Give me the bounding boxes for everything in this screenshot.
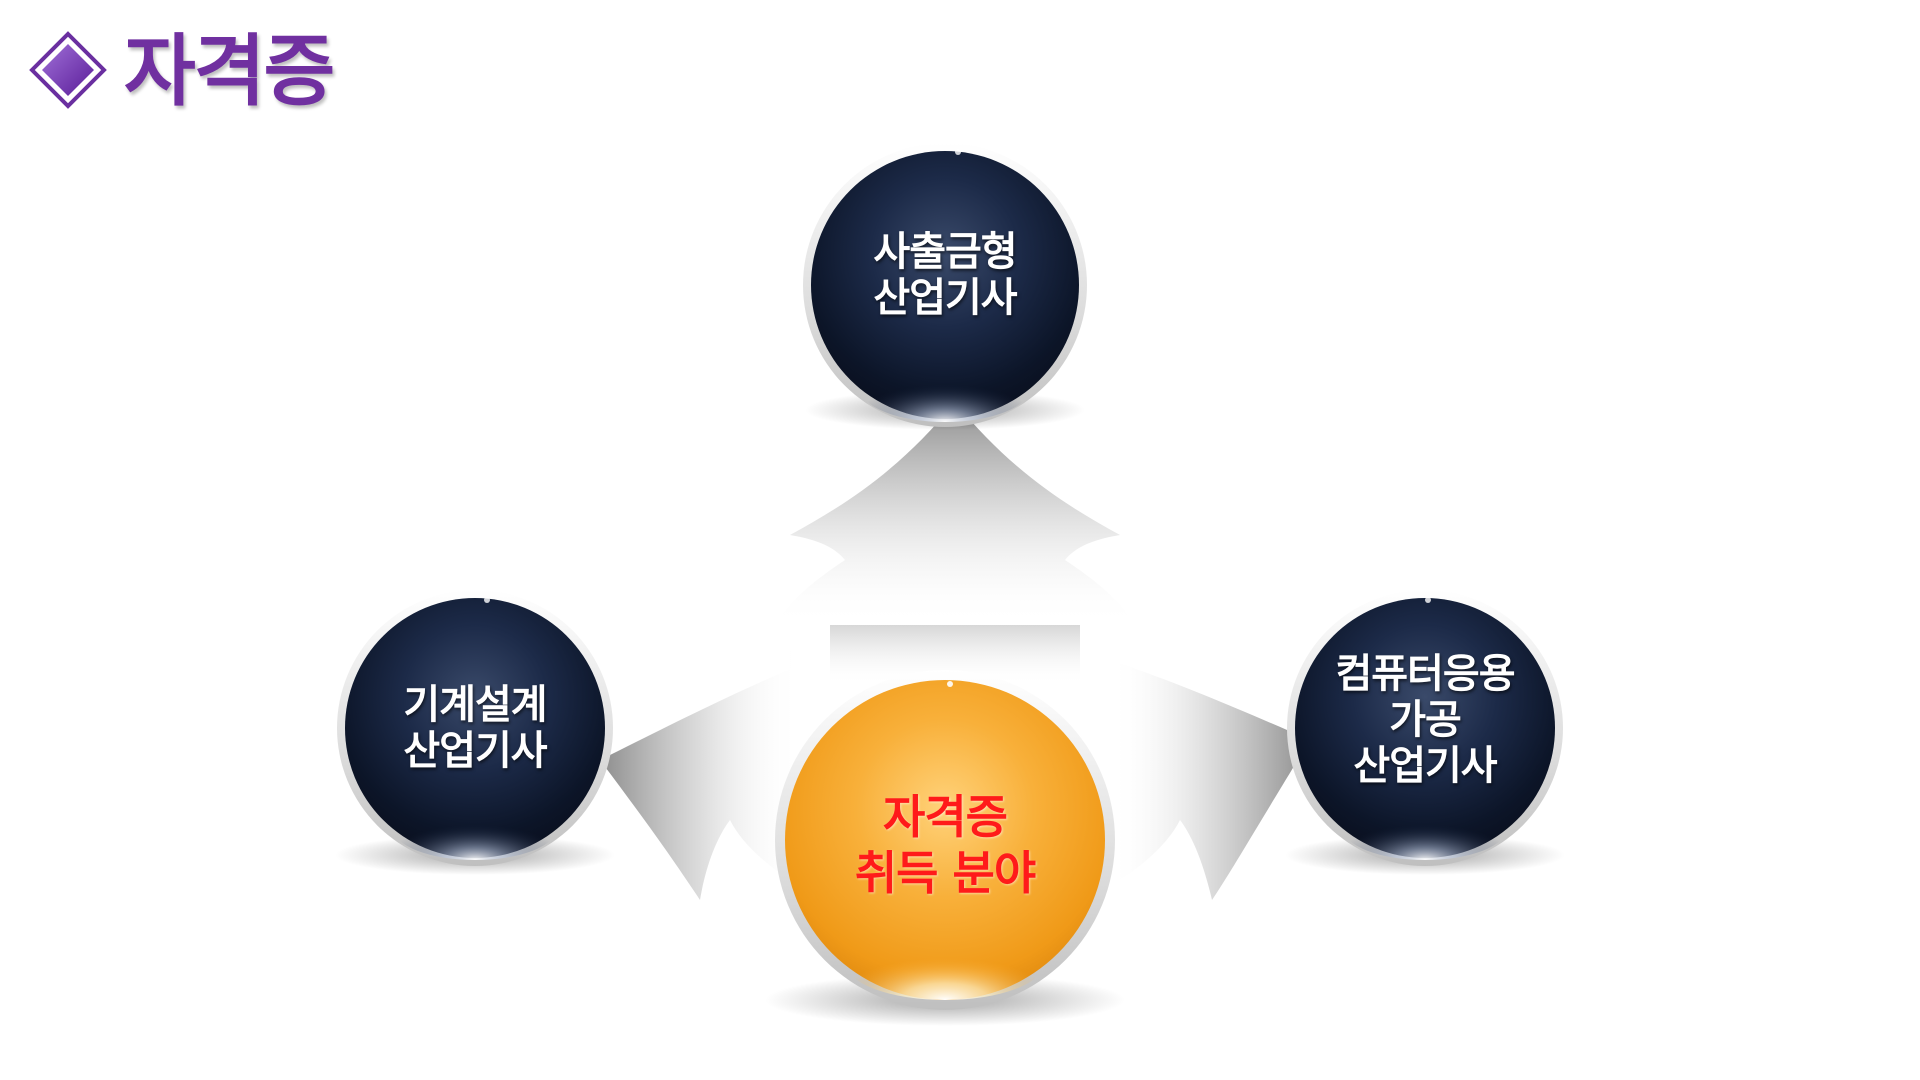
node-right-label: 컴퓨터응용 가공 산업기사 bbox=[1295, 620, 1555, 820]
diamond-icon bbox=[29, 31, 107, 109]
node-left-label: 기계설계 산업기사 bbox=[345, 648, 605, 808]
node-right-line-2: 가공 bbox=[1389, 697, 1462, 743]
node-left-line-2: 산업기사 bbox=[403, 728, 547, 774]
node-left-line-1: 기계설계 bbox=[403, 682, 547, 728]
node-right-line-3: 산업기사 bbox=[1353, 743, 1497, 789]
center-node-label: 자격증 취득 분야 bbox=[795, 770, 1095, 920]
sphere-left bbox=[337, 590, 613, 866]
sphere-right bbox=[1287, 590, 1563, 866]
node-top-line-1: 사출금형 bbox=[873, 229, 1017, 275]
center-line-2: 취득 분야 bbox=[854, 846, 1036, 900]
arrow-up bbox=[775, 402, 1135, 685]
sphere-top bbox=[803, 143, 1087, 427]
arrow-left bbox=[600, 650, 800, 900]
page-title-text: 자격증 bbox=[124, 27, 335, 117]
page-title: 자격증 bbox=[110, 22, 335, 122]
center-line-1: 자격증 bbox=[883, 790, 1008, 844]
sphere-center bbox=[775, 670, 1115, 1010]
node-top-label: 사출금형 산업기사 bbox=[815, 195, 1075, 355]
node-right-line-1: 컴퓨터응용 bbox=[1335, 651, 1516, 697]
arrow-right bbox=[1110, 648, 1310, 900]
node-top-line-2: 산업기사 bbox=[873, 275, 1017, 321]
